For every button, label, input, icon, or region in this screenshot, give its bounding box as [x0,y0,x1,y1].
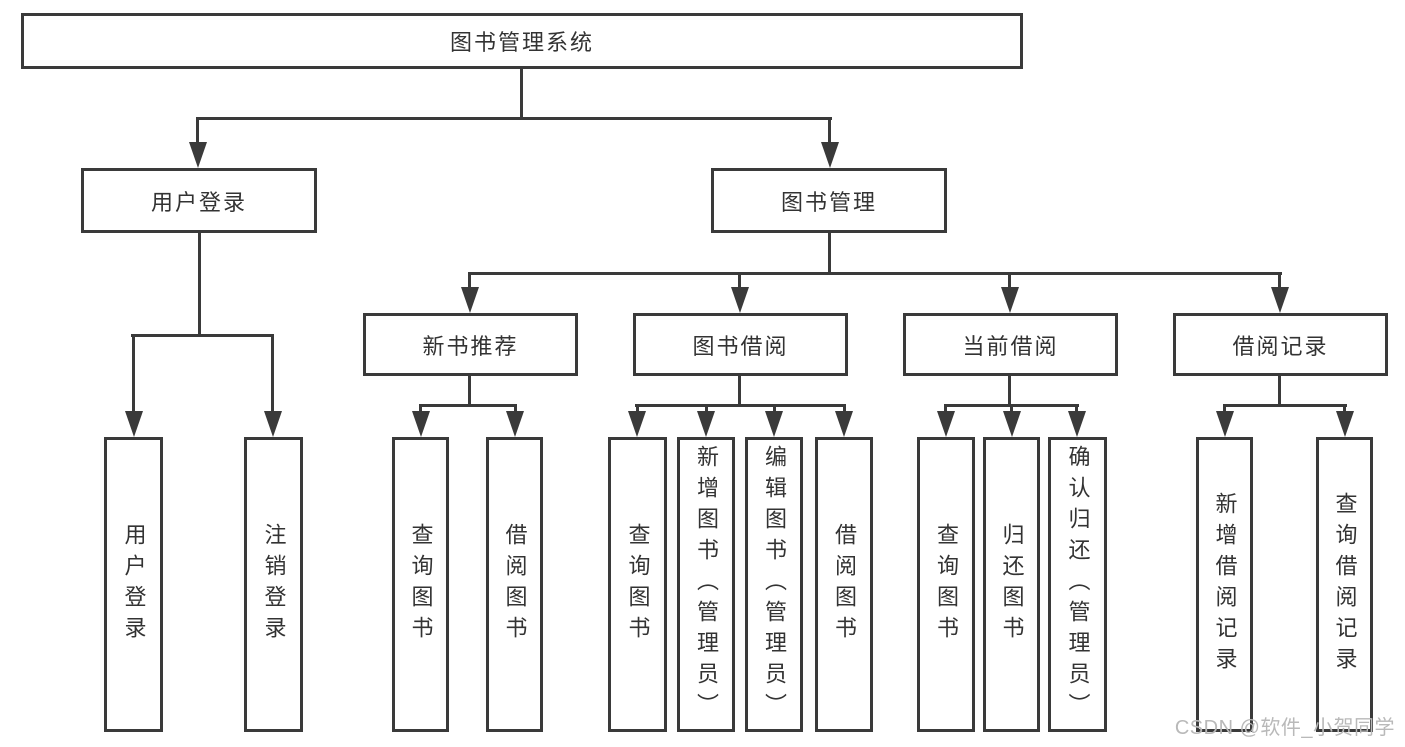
connector-line [271,334,274,414]
arrowhead [1001,287,1019,313]
connector-line [944,404,947,416]
connector-line [828,117,831,145]
arrowhead [1271,287,1289,313]
arrowhead [937,411,955,437]
leaf-label: 借阅图书 [502,522,528,647]
leaf-logout: 注销登录 [244,437,303,732]
csdn-watermark: CSDN @软件_小贺同学 [1174,717,1395,739]
node-library-system: 图书管理系统 [21,13,1023,69]
arrowhead [412,411,430,437]
leaf-label: 归还图书 [999,522,1025,647]
connector-line [828,233,831,275]
arrowhead [1003,411,1021,437]
leaf-edit-book-admin: 编辑图书（管理员） [745,437,803,732]
arrowhead [628,411,646,437]
leaf-user-login: 用户登录 [104,437,163,732]
node-book-management: 图书管理 [711,168,947,233]
node-new-book-recommend: 新书推荐 [363,313,578,376]
arrowhead [264,411,282,437]
arrowhead [821,142,839,168]
leaf-label: 用户登录 [121,522,147,647]
connector-line [132,334,135,414]
arrowhead [765,411,783,437]
leaf-return-book: 归还图书 [983,437,1040,732]
connector-line [514,404,517,416]
leaf-query-books-current: 查询图书 [917,437,975,732]
connector-line [196,117,199,145]
connector-line [1223,404,1226,416]
leaf-label: 查询图书 [934,522,959,647]
arrowhead [189,142,207,168]
connector-line [1075,404,1078,416]
connector-line [468,272,1282,275]
connector-line [1010,404,1013,416]
leaf-query-borrow-record: 查询借阅记录 [1316,437,1373,732]
connector-line [131,334,274,337]
leaf-query-books-recommend: 查询图书 [392,437,449,732]
connector-line [636,404,639,416]
leaf-add-borrow-record: 新增借阅记录 [1196,437,1253,732]
leaf-label: 新增图书（管理员） [694,445,719,724]
connector-line [1008,272,1011,290]
arrowhead [835,411,853,437]
connector-line [468,376,471,407]
connector-line [738,376,741,407]
connector-line [1343,404,1346,416]
connector-line [1278,376,1281,407]
connector-line [773,404,776,416]
connector-line [196,117,832,120]
connector-line [419,404,422,416]
leaf-label: 查询借阅记录 [1332,491,1358,678]
leaf-label: 注销登录 [261,522,287,647]
arrowhead [731,287,749,313]
connector-line [1223,404,1347,407]
connector-line [1278,272,1281,290]
leaf-add-book-admin: 新增图书（管理员） [677,437,735,732]
connector-line [520,69,523,118]
leaf-label: 查询图书 [625,522,651,647]
arrowhead [1068,411,1086,437]
connector-line [705,404,708,416]
leaf-confirm-return-admin: 确认归还（管理员） [1048,437,1107,732]
leaf-borrow-books-recommend: 借阅图书 [486,437,543,732]
node-book-borrowing: 图书借阅 [633,313,848,376]
connector-line [635,404,846,407]
arrowhead [697,411,715,437]
arrowhead [1336,411,1354,437]
node-borrowing-records: 借阅记录 [1173,313,1388,376]
arrowhead [506,411,524,437]
node-user-login: 用户登录 [81,168,317,233]
leaf-label: 借阅图书 [832,522,857,647]
leaf-label: 确认归还（管理员） [1065,445,1091,724]
leaf-label: 新增借阅记录 [1212,491,1238,678]
leaf-label: 编辑图书（管理员） [762,445,787,724]
arrowhead [1216,411,1234,437]
connector-line [738,272,741,290]
leaf-query-books-borrowing: 查询图书 [608,437,667,732]
leaf-label: 查询图书 [408,522,434,647]
connector-line [419,404,517,407]
leaf-borrow-books-borrowing: 借阅图书 [815,437,873,732]
connector-line [1008,376,1011,407]
node-current-borrowing: 当前借阅 [903,313,1118,376]
connector-line [198,233,201,337]
connector-line [468,272,471,290]
connector-line [843,404,846,416]
arrowhead [125,411,143,437]
arrowhead [461,287,479,313]
